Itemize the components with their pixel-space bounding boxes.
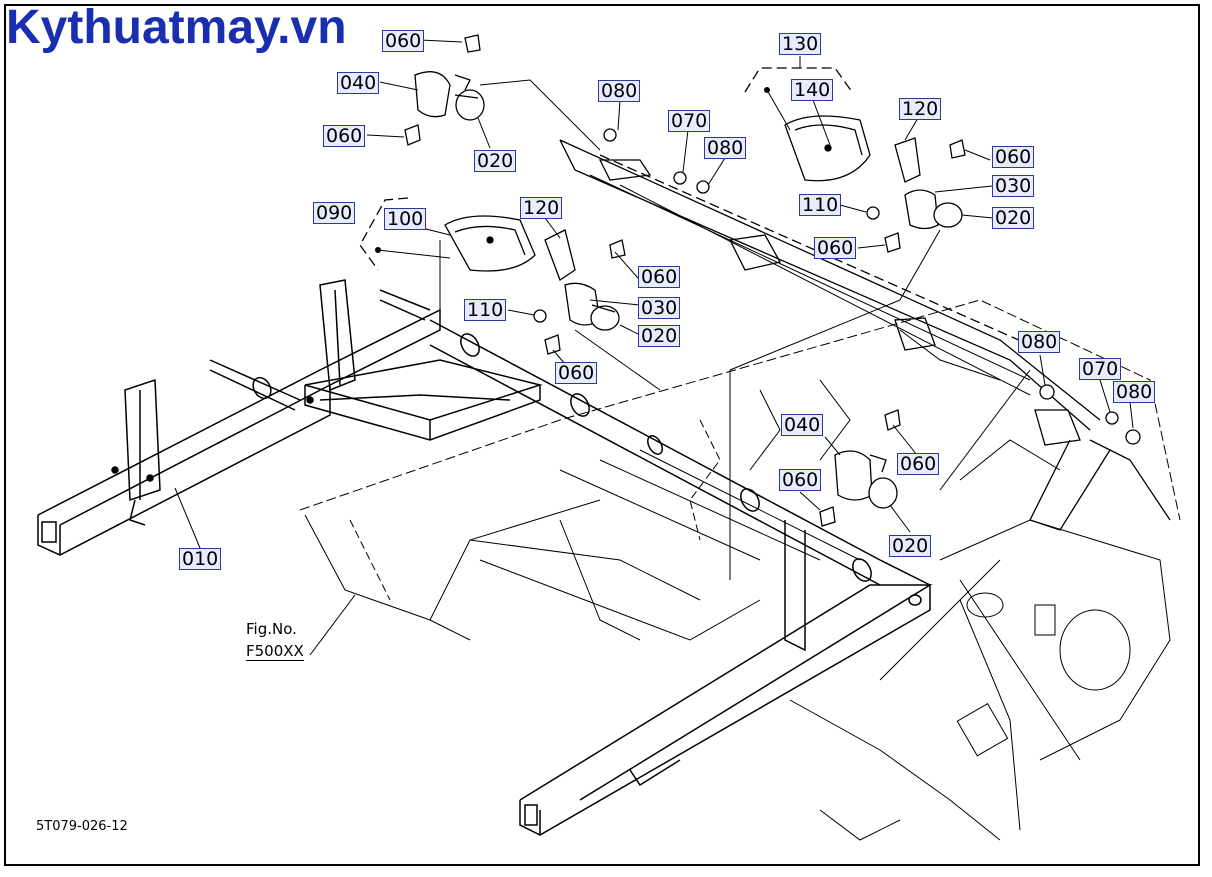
- callout-080: 080: [704, 137, 747, 159]
- callout-060: 060: [555, 362, 598, 384]
- callout-070: 070: [1079, 358, 1122, 380]
- lamp-assembly-right: [673, 115, 966, 253]
- callout-010: 010: [179, 548, 222, 570]
- callout-030: 030: [992, 175, 1035, 197]
- lamp-assembly-left: [404, 34, 626, 355]
- assembly-brackets: [359, 67, 853, 271]
- lamp-bar: [559, 139, 1171, 531]
- callout-110: 110: [799, 194, 842, 216]
- callout-100: 100: [384, 208, 427, 230]
- callout-060: 060: [814, 237, 857, 259]
- main-frame-010: [37, 279, 933, 836]
- callout-120: 120: [899, 98, 942, 120]
- callout-020: 020: [889, 535, 932, 557]
- callout-130: 130: [779, 33, 822, 55]
- callout-090: 090: [313, 202, 356, 224]
- machine-body-background: [299, 299, 1181, 841]
- callout-080: 080: [1113, 381, 1156, 403]
- fig-ref-label: Fig.No.: [246, 620, 297, 638]
- callout-040: 040: [337, 72, 380, 94]
- callout-060: 060: [897, 453, 940, 475]
- callout-070: 070: [668, 110, 711, 132]
- callout-060: 060: [323, 125, 366, 147]
- fig-ref-number: F500XX: [246, 642, 304, 661]
- callout-030: 030: [638, 297, 681, 319]
- callout-110: 110: [464, 299, 507, 321]
- callout-040: 040: [781, 414, 824, 436]
- site-watermark: Kythuatmay.vn: [6, 1, 347, 54]
- drawing-code: 5T079-026-12: [36, 819, 128, 834]
- callout-080: 080: [598, 80, 641, 102]
- callout-060: 060: [382, 30, 425, 52]
- callout-120: 120: [520, 197, 563, 219]
- callout-020: 020: [638, 325, 681, 347]
- callout-020: 020: [992, 207, 1035, 229]
- callout-140: 140: [791, 79, 834, 101]
- lower-clamp-assembly: [819, 384, 1141, 527]
- callout-060: 060: [779, 469, 822, 491]
- callout-080: 080: [1018, 331, 1061, 353]
- leader-lines: [174, 39, 1134, 656]
- drawing-frame: [4, 4, 1200, 866]
- callout-020: 020: [474, 150, 517, 172]
- callout-060: 060: [638, 266, 681, 288]
- callout-060: 060: [992, 146, 1035, 168]
